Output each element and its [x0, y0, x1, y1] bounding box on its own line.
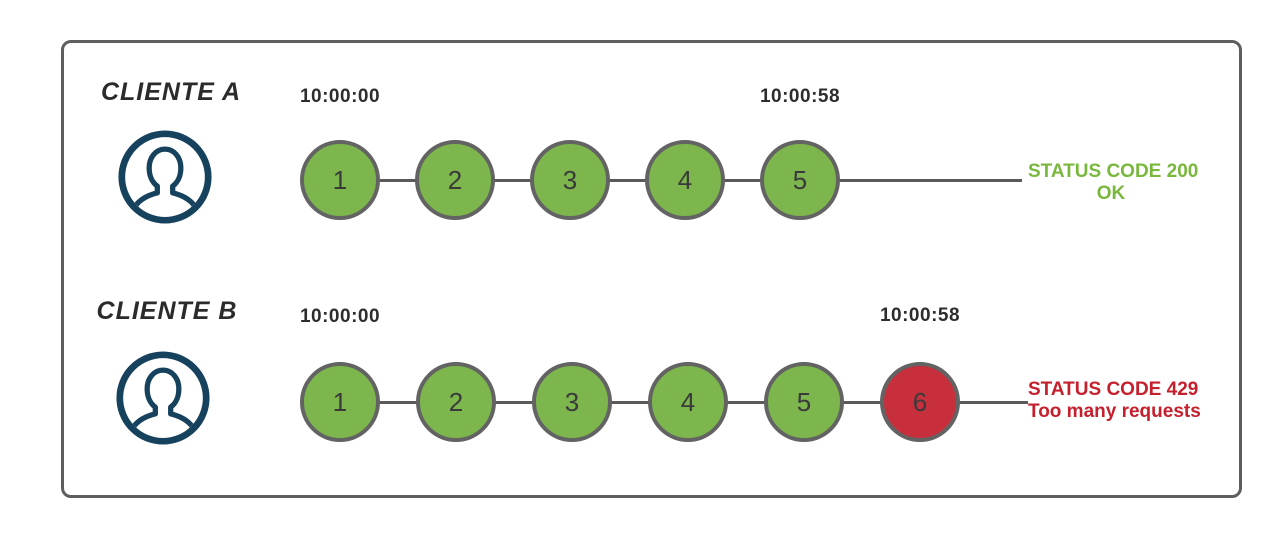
start-time-label: 10:00:00 — [299, 86, 381, 107]
request-circle-5: 5 — [764, 362, 844, 442]
request-circle-2: 2 — [415, 140, 495, 220]
request-circle-3: 3 — [532, 362, 612, 442]
status-code-line: STATUS CODE 200 — [1028, 161, 1199, 182]
status-code-text: STATUS CODE 429 Too many requests — [1028, 379, 1201, 423]
request-circle-6: 6 — [880, 362, 960, 442]
client-b-label: CLIENTE B — [96, 297, 238, 325]
request-circle-1: 1 — [300, 362, 380, 442]
client-a-label: CLIENTE A — [100, 78, 242, 106]
status-code-line: STATUS CODE 429 — [1028, 379, 1199, 400]
diagram-frame — [61, 40, 1242, 498]
request-circle-2: 2 — [416, 362, 496, 442]
status-code-text: STATUS CODE 200 OK — [1028, 161, 1199, 205]
user-avatar-icon — [117, 129, 213, 225]
request-circle-4: 4 — [648, 362, 728, 442]
start-time-label: 10:00:00 — [299, 306, 381, 327]
end-time-label: 10:00:58 — [879, 305, 961, 326]
request-circle-4: 4 — [645, 140, 725, 220]
request-circle-5: 5 — [760, 140, 840, 220]
request-circle-1: 1 — [300, 140, 380, 220]
status-message-line: OK — [1096, 183, 1126, 204]
end-time-label: 10:00:58 — [759, 86, 841, 107]
user-avatar-icon — [115, 350, 211, 446]
status-message-line: Too many requests — [1028, 401, 1201, 422]
request-circle-3: 3 — [530, 140, 610, 220]
